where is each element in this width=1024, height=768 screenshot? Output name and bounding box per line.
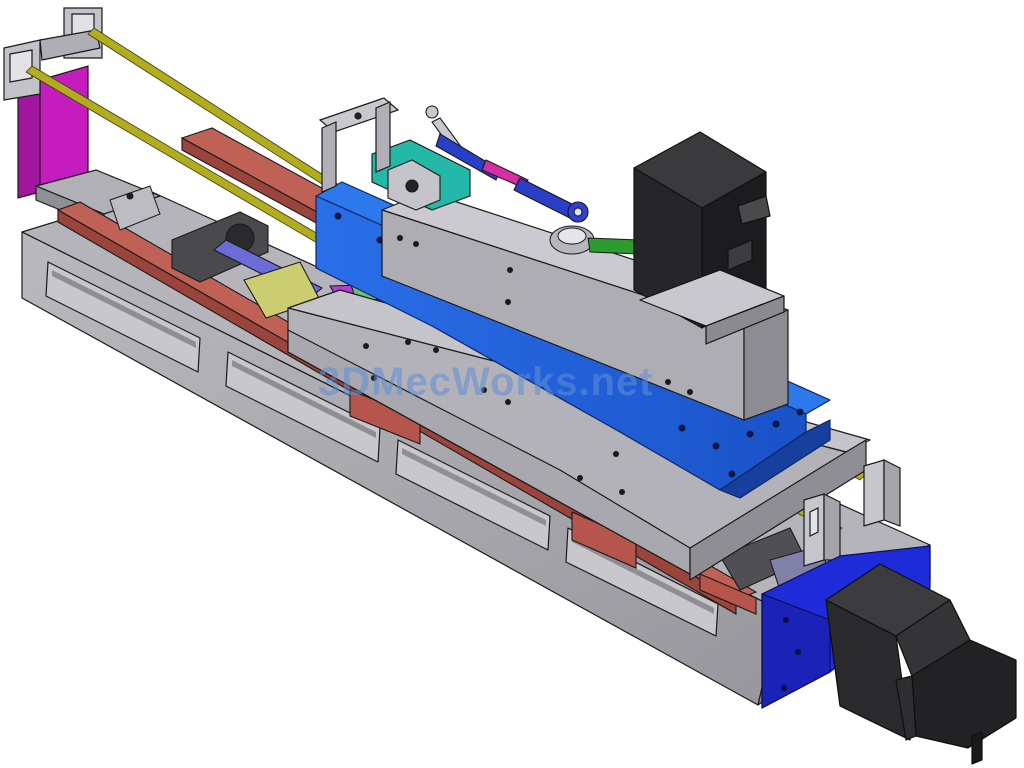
left-top-brackets: [3, 7, 103, 101]
right-end-brackets: [803, 459, 901, 567]
carriage-top-bracket: [318, 97, 400, 193]
rod-end-linkage: [371, 105, 589, 223]
screw-bracket: [109, 185, 161, 231]
servo-motor: [633, 131, 785, 345]
stepper-motor: [825, 563, 1017, 765]
pulley-belt: [549, 225, 641, 255]
